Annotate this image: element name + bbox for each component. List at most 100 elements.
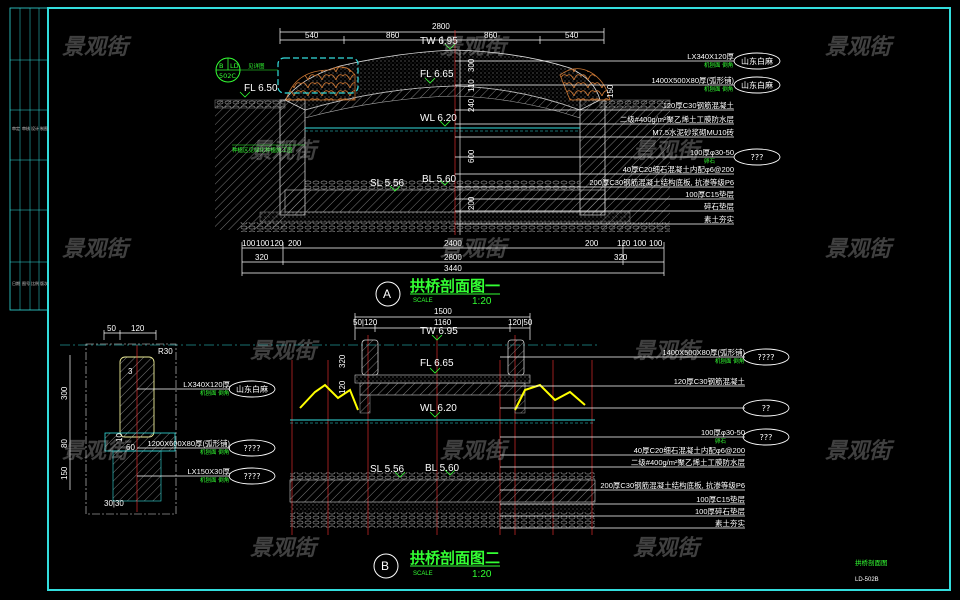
strip-cell: 审定	[12, 125, 20, 131]
callout-text: 100厚φ30-50	[701, 428, 745, 437]
callout-item: 1400X500X80厚(弧形铺)机刨面 倒角山东白麻	[455, 75, 781, 94]
material-tag-text: ????	[244, 444, 261, 453]
callout-item: 100厚碎石垫层	[500, 506, 746, 517]
callout-item: 碎石垫层	[455, 201, 734, 212]
material-tag: ????	[228, 439, 276, 457]
callout-item: 1400X500X80厚(弧形铺)机刨面 倒角????	[500, 347, 790, 366]
section-title: 拱桥剖面图二	[410, 549, 500, 567]
watermark: 景观街	[633, 139, 703, 164]
dim: 100	[633, 239, 647, 248]
dim-vertical: 150	[606, 84, 615, 98]
level-fl: FL 6.65	[420, 358, 454, 369]
dim-vertical: 300	[60, 386, 69, 400]
watermark: 景观街	[633, 339, 703, 364]
level-bl: BL 5.60	[422, 174, 457, 185]
level-fl-side: FL 6.50	[244, 83, 278, 94]
watermark: 景观街	[440, 237, 510, 262]
scale-value: 1:20	[472, 569, 492, 580]
level-tw: TW 6.95	[420, 36, 458, 47]
dim: 200	[585, 239, 599, 248]
dim-vertical: 150	[60, 466, 69, 480]
callout-subtext: 卵石	[715, 437, 727, 445]
callout-text: 120厚C30钢筋混凝土	[674, 376, 746, 386]
strip-cell: 版次	[40, 280, 48, 286]
dim: 120	[131, 324, 145, 333]
material-tag-text: 山东白麻	[236, 384, 268, 394]
strip-cell: 设计	[31, 125, 39, 131]
dim: 320	[255, 253, 269, 262]
callout-item: M7.5水泥砂浆砌MU10砖	[455, 127, 734, 138]
dim-vertical: 80	[60, 439, 69, 448]
detail-reference-bubble[interactable]: B LD 502C 见详图	[215, 57, 278, 83]
material-tag: 山东白麻	[733, 52, 781, 70]
strip-cell: 日期	[12, 280, 20, 286]
level-sl: SL 5.56	[370, 464, 405, 475]
sheet-name: 拱桥剖面图	[855, 558, 888, 567]
callout-text: 素土夯实	[715, 518, 745, 528]
dim-total: 1500	[434, 307, 452, 316]
level-bl: BL 5.60	[425, 463, 460, 474]
callout-subtext: 机刨面 倒角	[704, 61, 733, 69]
section-a-callouts: LX340X120厚机刨面 倒角山东白麻1400X500X80厚(弧形铺)机刨面…	[455, 52, 781, 225]
callout-item: LX340X120厚机刨面 倒角山东白麻	[455, 52, 781, 70]
level-tw: TW 6.95	[420, 326, 458, 337]
section-a-drawing: 2800 540 860 860 540 TW 6.95 FL 6.65 FL …	[214, 22, 671, 307]
material-tag: ??	[742, 399, 790, 417]
watermark: 景观街	[825, 35, 895, 60]
callout-text: 1200X600X80厚(弧形铺)	[147, 438, 230, 448]
dim-vertical: 200	[467, 196, 476, 210]
strip-cell: 制图	[40, 125, 48, 131]
material-tag: 山东白麻	[733, 76, 781, 94]
callout-text: LX150X30厚	[187, 467, 230, 476]
callout-text: 1400X500X80厚(弧形铺)	[662, 347, 745, 357]
callout-item: 200厚C30钢筋混凝土结构底板, 抗渗等级P6	[455, 177, 734, 188]
railing-detail: 50 120 R30 3 300 80 150 10 60 30|30	[60, 324, 177, 515]
callout-item: 100厚C15垫层	[500, 494, 745, 505]
section-b-callouts: 1400X500X80厚(弧形铺)机刨面 倒角???? 120厚C30钢筋混凝土?…	[500, 347, 790, 529]
callout-subtext: 机刨面 倒角	[715, 357, 744, 365]
level-wl: WL 6.20	[420, 403, 457, 414]
callout-subtext: 卵石	[704, 157, 716, 165]
watermark: 景观街	[825, 237, 895, 262]
callout-item: 120厚C30钢筋混凝土	[455, 100, 735, 111]
dim: 2400	[444, 239, 462, 248]
callout-item: 素土夯实	[500, 518, 745, 529]
dim: 200	[288, 239, 302, 248]
strip-cell: 审核	[22, 125, 30, 131]
callout-text: 100厚C15垫层	[696, 494, 745, 504]
dim: 2800	[444, 253, 462, 262]
dim: 540	[305, 31, 319, 40]
callout-item: 素土夯实	[455, 214, 734, 225]
watermark: 景观街	[62, 237, 132, 262]
dim-vertical: 320	[338, 354, 347, 368]
material-tag: 山东白麻	[228, 380, 276, 398]
dim: 50	[107, 324, 116, 333]
material-tag: ???	[742, 428, 790, 446]
callout-item: 200厚C30钢筋混凝土结构底板, 抗渗等级P6	[500, 480, 745, 491]
callout-text: 1400X500X80厚(弧形铺)	[651, 75, 734, 85]
title-strip: 审定 审核 设计 制图 日期 图号 比例 版次	[12, 125, 48, 286]
scale-label: SCALE	[413, 571, 433, 577]
dim-vertical: 240	[467, 98, 476, 112]
material-tag-text: ????	[758, 353, 775, 362]
callout-subtext: 机刨面 倒角	[200, 448, 229, 456]
material-tag-text: ????	[244, 472, 261, 481]
dim-vertical: 600	[467, 149, 476, 163]
callout-text: 素土夯实	[704, 214, 734, 224]
watermark: 景观街	[440, 35, 510, 60]
material-tag: ????	[228, 467, 276, 485]
callout-item: 100厚C15垫层	[455, 189, 734, 200]
callout-item: 40厚C20细石混凝土内配φ6@200	[500, 445, 745, 456]
level-sl: SL 5.56	[370, 178, 405, 189]
material-tag: ???	[733, 148, 781, 166]
strip-cell: 比例	[31, 280, 39, 286]
dim: 860	[386, 31, 400, 40]
callout-item: 40厚C20细石混凝土内配φ6@200	[455, 164, 734, 175]
callout-text: 100厚碎石垫层	[695, 506, 746, 516]
callout-text: 120厚C30钢筋混凝土	[663, 100, 735, 110]
callout-text: LX340X120厚	[183, 380, 230, 389]
section-marker: A	[383, 287, 391, 301]
material-tag: ????	[742, 348, 790, 366]
callout-item: 二级#400g/m²聚乙烯土工膜防水层	[455, 114, 734, 125]
